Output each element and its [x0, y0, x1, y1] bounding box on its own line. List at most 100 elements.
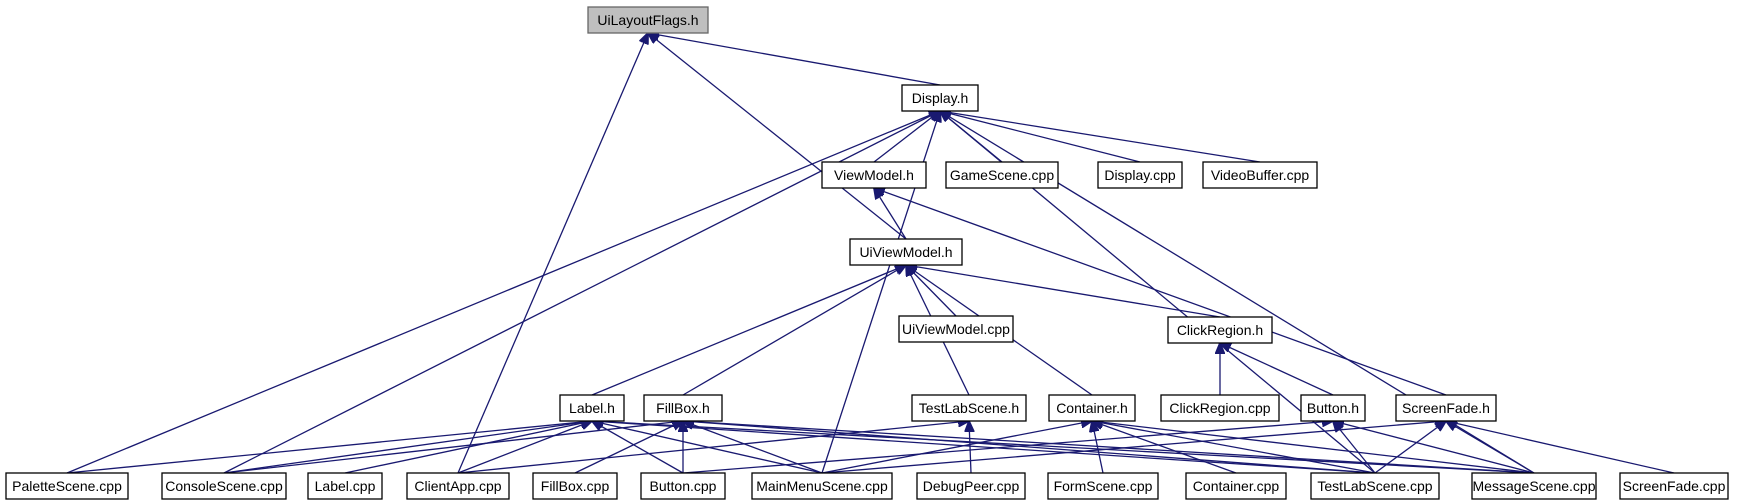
node-box-formscene_cpp — [1047, 472, 1159, 500]
node-box-gamescene_cpp — [945, 161, 1059, 189]
node-box-testlabscene_cpp — [1310, 472, 1440, 500]
node-palettescene_cpp[interactable]: PaletteScene.cpp — [5, 472, 129, 500]
node-label-display_h: Display.h — [912, 90, 969, 106]
node-screenfade_cpp[interactable]: ScreenFade.cpp — [1619, 472, 1729, 500]
node-label-clickregion_h: ClickRegion.h — [1177, 322, 1263, 338]
node-uiviewmodel_cpp[interactable]: UiViewModel.cpp — [898, 315, 1014, 343]
node-box-button_cpp — [640, 472, 726, 500]
node-box-display_cpp — [1097, 161, 1183, 189]
node-display_cpp[interactable]: Display.cpp — [1097, 161, 1183, 189]
node-viewmodel_h[interactable]: ViewModel.h — [821, 161, 927, 189]
node-fillbox_h[interactable]: FillBox.h — [643, 394, 723, 422]
node-uilayoutflags_h[interactable]: UiLayoutFlags.h — [587, 6, 709, 34]
node-consolescene_cpp[interactable]: ConsoleScene.cpp — [161, 472, 287, 500]
node-box-display_h — [901, 84, 979, 112]
node-label-testlabscene_cpp: TestLabScene.cpp — [1317, 478, 1432, 494]
node-container_cpp[interactable]: Container.cpp — [1185, 472, 1287, 500]
node-box-label_h — [559, 394, 625, 422]
edge-display_cpp-to-display_h — [940, 111, 1141, 163]
edge-consolescene_cpp-to-label_h — [223, 421, 592, 474]
edge-clientapp_cpp-to-uilayoutflags_h — [457, 33, 648, 474]
edge-display_h-to-uilayoutflags_h — [648, 33, 941, 86]
edge-testlabscene_cpp-to-screenfade_h — [1374, 421, 1446, 474]
node-box-uilayoutflags_h — [587, 6, 709, 34]
node-label_cpp[interactable]: Label.cpp — [307, 472, 383, 500]
node-label-gamescene_cpp: GameScene.cpp — [950, 167, 1054, 183]
node-box-videobuffer_cpp — [1202, 161, 1318, 189]
node-label-uiviewmodel_cpp: UiViewModel.cpp — [902, 321, 1010, 337]
node-clientapp_cpp[interactable]: ClientApp.cpp — [406, 472, 510, 500]
edge-palettescene_cpp-to-label_h — [66, 421, 592, 474]
node-box-fillbox_cpp — [532, 472, 618, 500]
node-box-uiviewmodel_cpp — [898, 315, 1014, 343]
edge-viewmodel_h-to-display_h — [873, 111, 940, 163]
node-display_h[interactable]: Display.h — [901, 84, 979, 112]
node-box-messagescene_cpp — [1471, 472, 1597, 500]
edge-clickregion_h-to-uiviewmodel_h — [906, 265, 1221, 318]
node-fillbox_cpp[interactable]: FillBox.cpp — [532, 472, 618, 500]
edge-mainmenuscene_cpp-to-screenfade_h — [821, 421, 1446, 474]
node-box-button_h — [1300, 394, 1366, 422]
node-box-mainmenuscene_cpp — [751, 472, 893, 500]
node-messagescene_cpp[interactable]: MessageScene.cpp — [1471, 472, 1597, 500]
edge-messagescene_cpp-to-container_h — [1092, 421, 1535, 474]
node-formscene_cpp[interactable]: FormScene.cpp — [1047, 472, 1159, 500]
node-label_h[interactable]: Label.h — [559, 394, 625, 422]
node-box-clickregion_cpp — [1160, 394, 1280, 422]
node-box-palettescene_cpp — [5, 472, 129, 500]
node-box-container_h — [1048, 394, 1136, 422]
node-clickregion_cpp[interactable]: ClickRegion.cpp — [1160, 394, 1280, 422]
edge-messagescene_cpp-to-label_h — [592, 421, 1535, 474]
node-gamescene_cpp[interactable]: GameScene.cpp — [945, 161, 1059, 189]
node-label-uilayoutflags_h: UiLayoutFlags.h — [597, 12, 698, 28]
node-testlabscene_h[interactable]: TestLabScene.h — [911, 394, 1027, 422]
edge-messagescene_cpp-to-fillbox_h — [683, 421, 1535, 474]
node-box-testlabscene_h — [911, 394, 1027, 422]
edge-clientapp_cpp-to-label_h — [457, 421, 592, 474]
node-testlabscene_cpp[interactable]: TestLabScene.cpp — [1310, 472, 1440, 500]
node-label-messagescene_cpp: MessageScene.cpp — [1473, 478, 1596, 494]
node-box-clickregion_h — [1167, 316, 1273, 344]
edge-debugpeer_cpp-to-testlabscene_h — [969, 421, 971, 474]
edge-button_h-to-clickregion_h — [1220, 343, 1334, 396]
node-label-screenfade_cpp: ScreenFade.cpp — [1623, 478, 1726, 494]
node-label-fillbox_cpp: FillBox.cpp — [541, 478, 610, 494]
node-box-label_cpp — [307, 472, 383, 500]
node-clickregion_h[interactable]: ClickRegion.h — [1167, 316, 1273, 344]
node-label-mainmenuscene_cpp: MainMenuScene.cpp — [756, 478, 888, 494]
edge-testlabscene_cpp-to-fillbox_h — [683, 421, 1376, 474]
node-container_h[interactable]: Container.h — [1048, 394, 1136, 422]
edge-formscene_cpp-to-container_h — [1092, 421, 1104, 474]
node-label-testlabscene_h: TestLabScene.h — [919, 400, 1019, 416]
node-box-uiviewmodel_h — [849, 238, 963, 266]
node-label-screenfade_h: ScreenFade.h — [1402, 400, 1490, 416]
edge-button_cpp-to-label_h — [592, 421, 684, 474]
node-uiviewmodel_h[interactable]: UiViewModel.h — [849, 238, 963, 266]
edge-fillbox_cpp-to-fillbox_h — [574, 421, 683, 474]
node-button_cpp[interactable]: Button.cpp — [640, 472, 726, 500]
node-button_h[interactable]: Button.h — [1300, 394, 1366, 422]
node-videobuffer_cpp[interactable]: VideoBuffer.cpp — [1202, 161, 1318, 189]
node-box-viewmodel_h — [821, 161, 927, 189]
node-label-uiviewmodel_h: UiViewModel.h — [859, 244, 952, 260]
node-box-container_cpp — [1185, 472, 1287, 500]
edge-clientapp_cpp-to-testlabscene_h — [457, 421, 969, 474]
node-box-screenfade_cpp — [1619, 472, 1729, 500]
node-label-clientapp_cpp: ClientApp.cpp — [414, 478, 501, 494]
node-label-display_cpp: Display.cpp — [1104, 167, 1176, 183]
node-label-button_cpp: Button.cpp — [650, 478, 717, 494]
node-label-label_cpp: Label.cpp — [315, 478, 376, 494]
edge-mainmenuscene_cpp-to-container_h — [821, 421, 1092, 474]
node-box-consolescene_cpp — [161, 472, 287, 500]
node-mainmenuscene_cpp[interactable]: MainMenuScene.cpp — [751, 472, 893, 500]
node-box-debugpeer_cpp — [916, 472, 1026, 500]
node-screenfade_h[interactable]: ScreenFade.h — [1395, 394, 1497, 422]
node-label-formscene_cpp: FormScene.cpp — [1054, 478, 1153, 494]
node-debugpeer_cpp[interactable]: DebugPeer.cpp — [916, 472, 1026, 500]
edge-label_cpp-to-label_h — [344, 421, 592, 474]
node-label-consolescene_cpp: ConsoleScene.cpp — [165, 478, 283, 494]
edge-label_h-to-uiviewmodel_h — [591, 265, 906, 396]
node-label-label_h: Label.h — [569, 400, 615, 416]
